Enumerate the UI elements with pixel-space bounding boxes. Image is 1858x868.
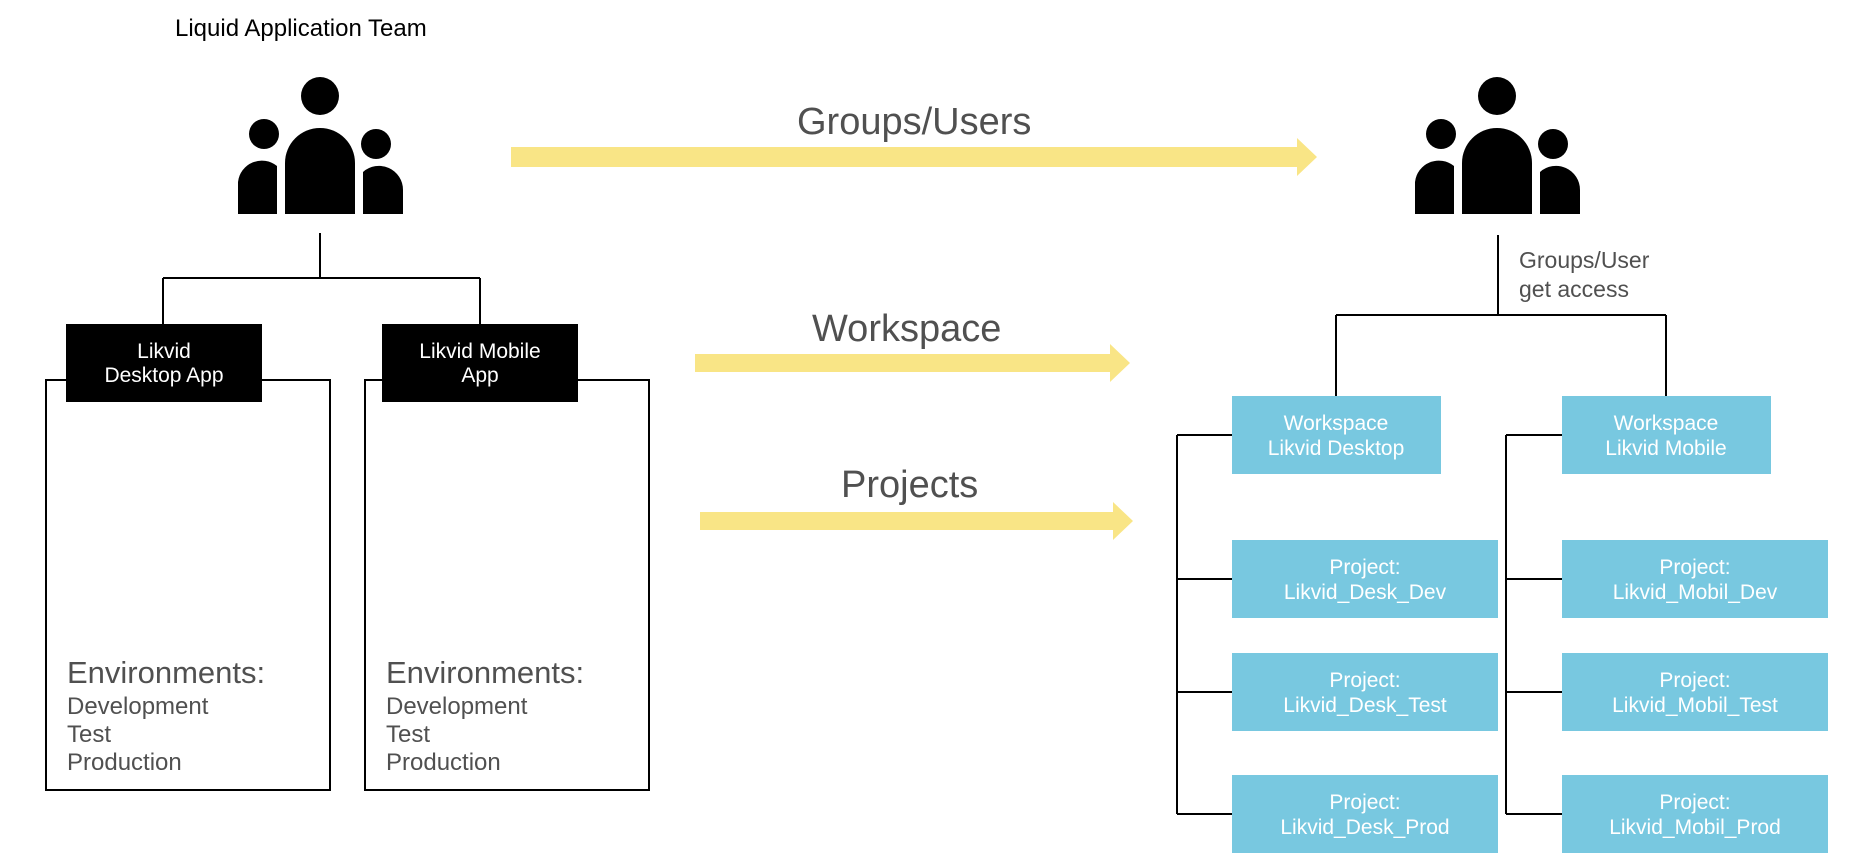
project-prefix: Project: (1329, 669, 1400, 692)
env-heading: Environments: (67, 655, 265, 690)
env-item: Test (386, 721, 430, 748)
project-prefix: Project: (1659, 556, 1730, 579)
right-tree-connector (1176, 235, 1667, 815)
mobile-app-label-line1: Likvid Mobile (419, 340, 540, 363)
project-tile-mobil-prod: Project: Likvid_Mobil_Prod (1562, 775, 1828, 853)
workspace-desktop-line2: Likvid Desktop (1268, 437, 1405, 460)
mobile-app-label-line2: App (461, 364, 498, 387)
env-item: Production (67, 749, 182, 776)
project-name: Likvid_Mobil_Test (1612, 694, 1778, 717)
team-group-icon (238, 77, 404, 214)
desktop-app-label-line1: Likvid (137, 340, 191, 363)
env-item: Production (386, 749, 501, 776)
env-item: Development (386, 693, 528, 720)
workspace-mobile-tile: Workspace Likvid Mobile (1562, 396, 1771, 474)
workspace-arrow: Workspace (695, 308, 1130, 382)
desktop-app-container (45, 379, 331, 791)
project-tile-desk-prod: Project: Likvid_Desk_Prod (1232, 775, 1498, 853)
groups-users-icon (1415, 77, 1581, 214)
projects-arrow-label: Projects (841, 464, 978, 506)
workspace-mobile-line1: Workspace (1614, 412, 1719, 435)
workspace-arrow-label: Workspace (812, 308, 1001, 350)
project-tile-desk-test: Project: Likvid_Desk_Test (1232, 653, 1498, 731)
env-item: Test (67, 721, 111, 748)
project-tile-mobil-test: Project: Likvid_Mobil_Test (1562, 653, 1828, 731)
projects-arrow: Projects (700, 464, 1133, 540)
project-name: Likvid_Mobil_Prod (1609, 816, 1781, 839)
mobile-environments: Environments: Development Test Productio… (386, 655, 584, 776)
access-note-line2: get access (1519, 276, 1629, 302)
workspace-desktop-tile: Workspace Likvid Desktop (1232, 396, 1441, 474)
project-prefix: Project: (1659, 669, 1730, 692)
project-prefix: Project: (1659, 791, 1730, 814)
groups-users-arrow-label: Groups/Users (797, 101, 1031, 143)
team-title: Liquid Application Team (175, 15, 427, 42)
groups-users-arrow: Groups/Users (511, 101, 1317, 176)
access-note-line1: Groups/User (1519, 247, 1650, 273)
mobile-app-container (364, 379, 650, 791)
project-name: Likvid_Mobil_Dev (1613, 581, 1778, 604)
project-prefix: Project: (1329, 556, 1400, 579)
workspace-desktop-line1: Workspace (1284, 412, 1389, 435)
desktop-app-header: Likvid Desktop App (66, 324, 262, 402)
project-name: Likvid_Desk_Test (1283, 694, 1447, 717)
project-prefix: Project: (1329, 791, 1400, 814)
project-tile-mobil-dev: Project: Likvid_Mobil_Dev (1562, 540, 1828, 618)
desktop-environments: Environments: Development Test Productio… (67, 655, 265, 776)
project-name: Likvid_Desk_Prod (1280, 816, 1449, 839)
env-heading: Environments: (386, 655, 584, 690)
project-tile-desk-dev: Project: Likvid_Desk_Dev (1232, 540, 1498, 618)
env-item: Development (67, 693, 209, 720)
project-name: Likvid_Desk_Dev (1284, 581, 1447, 604)
mobile-app-header: Likvid Mobile App (382, 324, 578, 402)
left-tree-connector (162, 233, 481, 324)
workspace-mobile-line2: Likvid Mobile (1605, 437, 1726, 460)
desktop-app-label-line2: Desktop App (104, 364, 223, 387)
